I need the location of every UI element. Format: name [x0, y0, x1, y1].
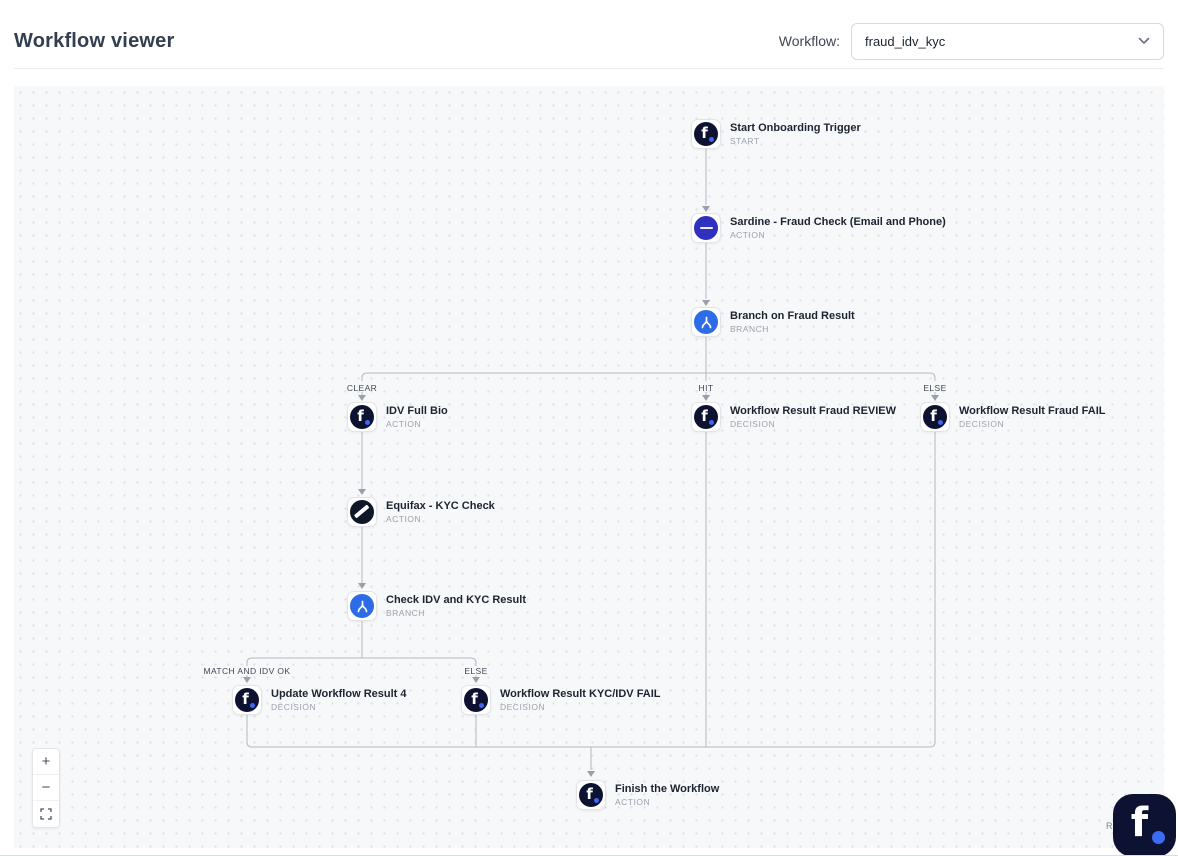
node-title: Branch on Fraud Result: [730, 310, 855, 322]
footprint-logo-icon: f: [694, 405, 718, 429]
branch-icon: [694, 310, 718, 334]
node-title: Equifax - KYC Check: [386, 500, 495, 512]
fit-view-button[interactable]: [33, 801, 59, 827]
node-icon-card: f: [691, 119, 721, 149]
node-icon-card: [691, 307, 721, 337]
sardine-logo-icon: [694, 216, 718, 240]
node-icon-card: f: [232, 685, 262, 715]
node-subtitle: BRANCH: [730, 324, 769, 334]
node-subtitle: ACTION: [386, 419, 422, 429]
node-title: Finish the Workflow: [615, 783, 720, 795]
workflow-edges: [243, 149, 939, 777]
footprint-letter: f: [586, 785, 593, 803]
node-title: Check IDV and KYC Result: [386, 594, 526, 606]
footprint-logo-icon: f: [694, 122, 718, 146]
footprint-letter: f: [930, 407, 937, 425]
footprint-letter: f: [701, 407, 708, 425]
node-icon-card: [691, 213, 721, 243]
node-title: Workflow Result Fraud FAIL: [959, 405, 1106, 417]
edge-label-hit: HIT: [698, 383, 714, 393]
footprint-dot: [594, 798, 599, 803]
branch-icon: [350, 594, 374, 618]
footprint-letter: f: [701, 124, 708, 142]
node-title: Update Workflow Result 4: [271, 688, 407, 700]
node-subtitle: DECISION: [730, 419, 776, 429]
node-icon-card: f: [920, 402, 950, 432]
edge-label-else-2: ELSE: [464, 666, 488, 676]
node-workflow-result-fraud-review[interactable]: f Workflow Result Fraud REVIEW DECISION: [691, 402, 896, 432]
workflow-select[interactable]: fraud_idv_kyc: [851, 22, 1164, 60]
node-title: Sardine - Fraud Check (Email and Phone): [730, 216, 946, 228]
workflow-select-value: fraud_idv_kyc: [865, 33, 946, 49]
node-subtitle: ACTION: [615, 797, 651, 807]
footprint-logo-icon: f: [464, 688, 488, 712]
node-title: Workflow Result Fraud REVIEW: [730, 405, 897, 417]
zoom-in-button[interactable]: +: [33, 749, 59, 775]
footprint-dot: [365, 420, 370, 425]
node-workflow-result-fraud-fail[interactable]: f Workflow Result Fraud FAIL DECISION: [920, 402, 1105, 432]
node-icon-card: f: [576, 780, 606, 810]
node-subtitle: DECISION: [959, 419, 1005, 429]
node-subtitle: ACTION: [386, 514, 422, 524]
node-subtitle: DECISION: [271, 702, 317, 712]
node-icon-card: f: [461, 685, 491, 715]
footprint-dot: [709, 137, 714, 142]
workflow-label: Workflow:: [778, 33, 840, 49]
footprint-dot: [250, 703, 255, 708]
footprint-letter: f: [1130, 799, 1149, 846]
node-update-workflow-result-4[interactable]: f Update Workflow Result 4 DECISION: [232, 685, 406, 715]
node-icon-card: f: [691, 402, 721, 432]
footprint-dot: [1152, 831, 1165, 844]
footprint-logo-icon: f: [579, 783, 603, 807]
zoom-out-button[interactable]: −: [33, 775, 59, 801]
footprint-dot: [938, 420, 943, 425]
footprint-letter: f: [242, 690, 249, 708]
footprint-brand-logo: f: [1113, 794, 1176, 856]
node-icon-card: [347, 497, 377, 527]
edge-label-clear: CLEAR: [346, 383, 378, 393]
chevron-down-icon: [1138, 37, 1150, 44]
workflow-picker: Workflow: fraud_idv_kyc: [778, 22, 1164, 60]
node-subtitle: ACTION: [730, 230, 766, 240]
footprint-dot: [479, 703, 484, 708]
node-subtitle: START: [730, 136, 760, 146]
node-icon-card: [347, 591, 377, 621]
footprint-dot: [709, 420, 714, 425]
node-icon-card: f: [347, 402, 377, 432]
edge-label-match-and-idv-ok: MATCH AND IDV OK: [203, 666, 291, 676]
node-subtitle: BRANCH: [386, 608, 425, 618]
header: Workflow viewer Workflow: fraud_idv_kyc: [14, 0, 1164, 69]
node-title: IDV Full Bio: [386, 405, 448, 417]
node-workflow-result-kyc-idv-fail[interactable]: f Workflow Result KYC/IDV FAIL DECISION: [461, 685, 661, 715]
footprint-letter: f: [357, 407, 364, 425]
page-title: Workflow viewer: [14, 29, 175, 52]
node-subtitle: DECISION: [500, 702, 546, 712]
footprint-logo-icon: f: [350, 405, 374, 429]
footprint-logo-icon: f: [235, 688, 259, 712]
node-title: Workflow Result KYC/IDV FAIL: [500, 688, 661, 700]
canvas-controls: + −: [32, 748, 60, 828]
equifax-logo-icon: [350, 500, 374, 524]
node-sardine-fraud-check[interactable]: Sardine - Fraud Check (Email and Phone) A…: [691, 213, 946, 243]
footprint-letter: f: [471, 690, 478, 708]
footprint-logo-icon: f: [923, 405, 947, 429]
edge-label-else: ELSE: [923, 383, 947, 393]
attribution-text: R: [1106, 821, 1113, 831]
fit-view-icon: [40, 808, 52, 820]
node-title: Start Onboarding Trigger: [730, 122, 861, 134]
